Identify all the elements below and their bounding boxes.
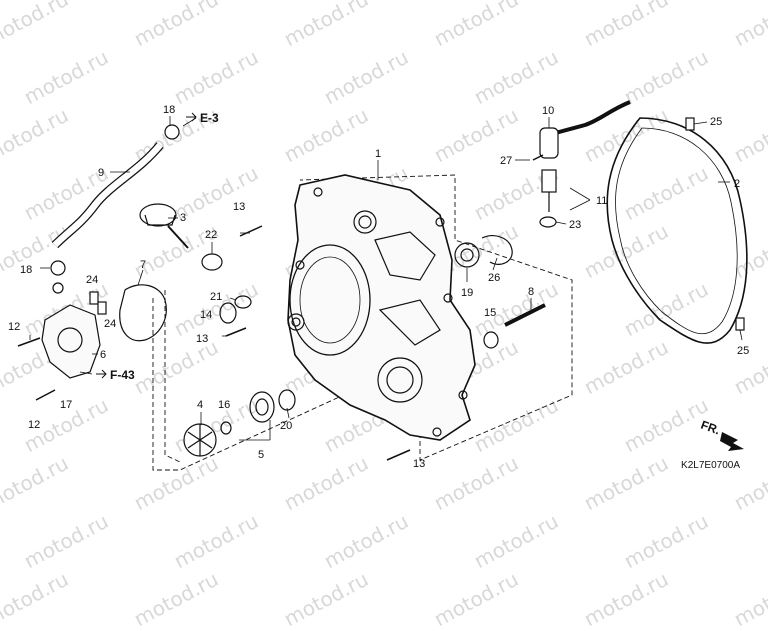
water-pump-impeller (183, 423, 217, 457)
callout-4: 4 (197, 399, 203, 411)
ref-f43-arrow-icon (96, 369, 107, 379)
callout-7: 7 (140, 259, 146, 271)
watermark-text: motod.ru (730, 566, 768, 631)
bearing (454, 242, 480, 268)
callout-2: 2 (734, 178, 740, 190)
dowel-24a (89, 291, 99, 305)
callout-24b: 24 (104, 318, 116, 330)
callout-26: 26 (488, 272, 500, 284)
callout-12a: 12 (8, 321, 20, 333)
diagram-code: K2L7E0700A (681, 460, 740, 471)
callout-17: 17 (60, 399, 72, 411)
callout-23: 23 (569, 219, 581, 231)
callout-13a: 13 (233, 201, 245, 213)
callout-22: 22 (205, 229, 217, 241)
watermark-text: motod.ru (0, 566, 73, 631)
diagram-svg: 1 2 3 4 5 6 7 8 9 10 11 12 12 13 13 13 1… (8, 100, 749, 471)
ref-e3-arrow-icon (186, 112, 197, 122)
callout-20: 20 (280, 420, 292, 432)
sensor-body (541, 169, 557, 193)
callout-9: 9 (98, 167, 104, 179)
o-ring-21 (234, 295, 252, 309)
callout-12b: 12 (28, 419, 40, 431)
washer-15 (483, 331, 499, 349)
direction-label: FR. (699, 418, 722, 438)
mechanical-seal (249, 391, 275, 423)
callout-19: 19 (461, 287, 473, 299)
hose-clamp-upper (164, 124, 180, 140)
water-pump-cover (41, 282, 101, 379)
leader-lines (29, 116, 743, 441)
pump-dashed-outline (164, 290, 181, 463)
callout-21: 21 (210, 291, 222, 303)
callout-10: 10 (542, 105, 554, 117)
callout-13b: 13 (196, 333, 208, 345)
callout-8: 8 (528, 286, 534, 298)
watermark-text: motod.ru (130, 566, 223, 631)
washer-16 (220, 421, 232, 435)
hose-clamp-lower (50, 260, 66, 276)
pipe-joint (539, 127, 559, 159)
circlip (481, 235, 513, 265)
watermark-text: motod.ru (580, 566, 673, 631)
ref-f43: F-43 (110, 368, 135, 382)
dowel-25a (685, 117, 695, 131)
water-hose-fill (52, 142, 163, 248)
callout-18b: 18 (20, 264, 32, 276)
callout-16: 16 (218, 399, 230, 411)
callout-5: 5 (258, 449, 264, 461)
shaft-8 (504, 303, 546, 327)
cover-gasket-inner (615, 127, 738, 335)
bearing-inner (460, 248, 474, 262)
bolts (17, 154, 544, 461)
callout-6: 6 (100, 349, 106, 361)
callout-25b: 25 (737, 345, 749, 357)
watermark-text: motod.ru (430, 566, 523, 631)
cover-gasket (606, 117, 748, 344)
oil-seal-20 (278, 389, 296, 411)
callout-25a: 25 (710, 116, 722, 128)
ref-e3: E-3 (200, 111, 219, 125)
dowel-24b (97, 301, 107, 315)
dowel-25b (735, 317, 745, 331)
pump-o-ring (119, 284, 167, 342)
oil-filler-cap (139, 203, 189, 249)
callout-3: 3 (180, 212, 186, 224)
cap-14 (219, 302, 237, 324)
callout-27: 27 (500, 155, 512, 167)
callout-18a: 18 (163, 104, 175, 116)
watermark-text: motod.ru (280, 566, 373, 631)
fr-arrow-icon (720, 432, 744, 451)
callout-13c: 13 (413, 458, 425, 470)
callout-1: 1 (375, 148, 381, 160)
assembly-dashed-outline (152, 174, 573, 471)
water-pipe (547, 100, 631, 137)
mechanical-seal-inner (255, 398, 269, 416)
o-ring-22 (201, 253, 223, 271)
o-ring-23 (539, 216, 557, 228)
callout-11: 11 (596, 195, 607, 207)
callout-14: 14 (200, 309, 212, 321)
callout-24a: 24 (86, 274, 98, 286)
callout-15: 15 (484, 307, 496, 319)
right-crankcase-cover (287, 174, 476, 441)
